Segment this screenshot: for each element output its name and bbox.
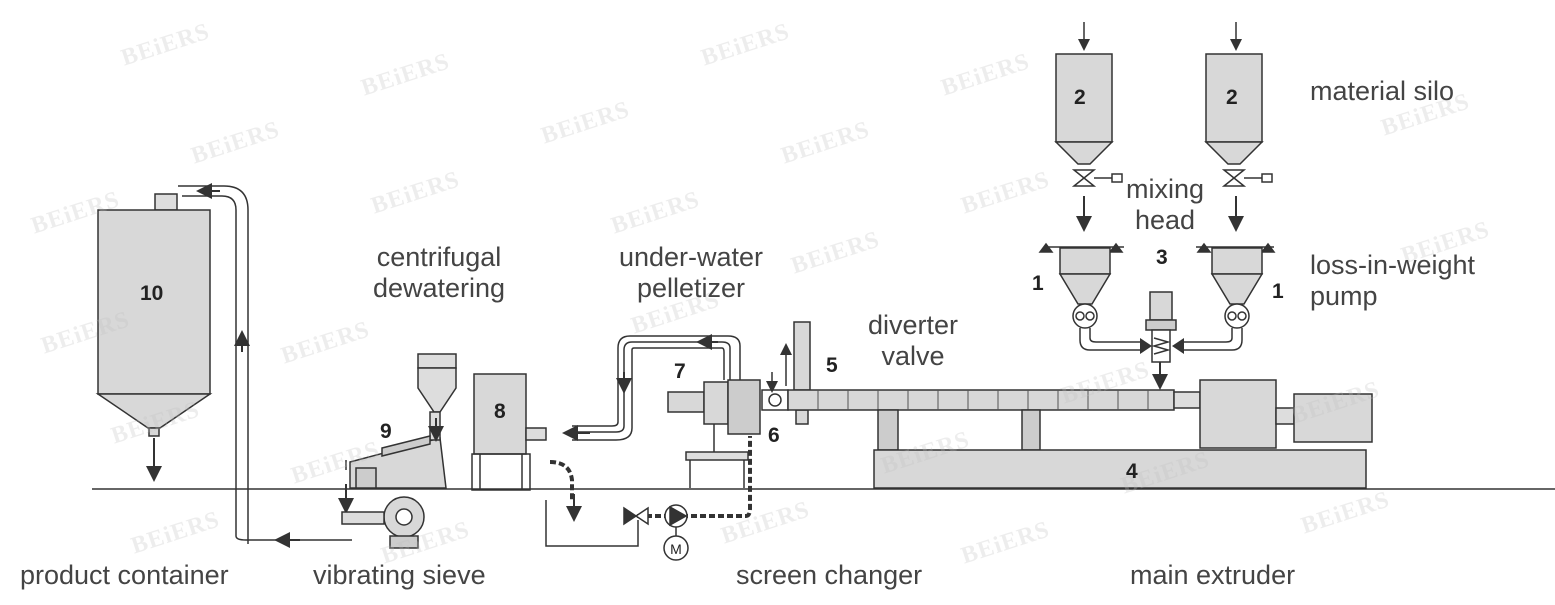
pellet-pipe — [572, 335, 741, 441]
product-container — [95, 193, 213, 437]
diverter-valve — [793, 321, 811, 425]
number-diverter-valve: 5 — [826, 354, 838, 377]
material-silo-left — [1054, 53, 1123, 187]
number-screen-changer: 6 — [768, 424, 780, 447]
label-vibrating-sieve: vibrating sieve — [313, 560, 486, 590]
main-extruder — [873, 379, 1373, 489]
label-loss-in-weight-pump: loss-in-weight pump — [1310, 250, 1476, 311]
number-dewatering: 8 — [494, 400, 506, 423]
feeder-right — [1196, 242, 1276, 329]
label-mixing-head: mixing head — [1125, 174, 1205, 235]
number-feeder-left: 1 — [1032, 272, 1044, 295]
extruder-barrel-segments — [817, 390, 1149, 410]
screen-changer — [761, 389, 789, 411]
under-water-pelletizer — [667, 379, 761, 488]
feeder-left — [1038, 242, 1124, 329]
label-product-container: product container — [20, 560, 229, 590]
water-pump — [623, 504, 689, 561]
feeder-right-arrow — [1172, 338, 1184, 354]
motor-symbol: M — [670, 541, 682, 557]
label-main-extruder: main extruder — [1130, 560, 1296, 590]
material-silo-right — [1204, 53, 1273, 187]
number-mixing-head: 3 — [1156, 246, 1168, 269]
label-material-silo: material silo — [1310, 76, 1455, 106]
mixing-head — [1145, 291, 1177, 363]
number-product-container: 10 — [140, 282, 164, 305]
label-under-water-pelletizer: under-water pelletizer — [618, 242, 764, 303]
label-centrifugal-dewatering: centrifugal dewatering — [372, 242, 506, 303]
number-pelletizer: 7 — [674, 360, 686, 383]
number-sieve: 9 — [380, 420, 392, 443]
number-main-extruder: 4 — [1126, 460, 1138, 483]
feeder-discharge-pipes — [1079, 328, 1243, 351]
feeder-left-arrow — [1140, 338, 1152, 354]
blower — [341, 496, 425, 549]
conveying-pipe — [178, 185, 352, 544]
water-loop — [545, 436, 752, 547]
number-feeder-right: 1 — [1272, 280, 1284, 303]
label-screen-changer: screen changer — [736, 560, 923, 590]
number-silo-right: 2 — [1226, 86, 1238, 109]
number-silo-left: 2 — [1074, 86, 1086, 109]
label-diverter-valve: diverter valve — [867, 310, 959, 371]
